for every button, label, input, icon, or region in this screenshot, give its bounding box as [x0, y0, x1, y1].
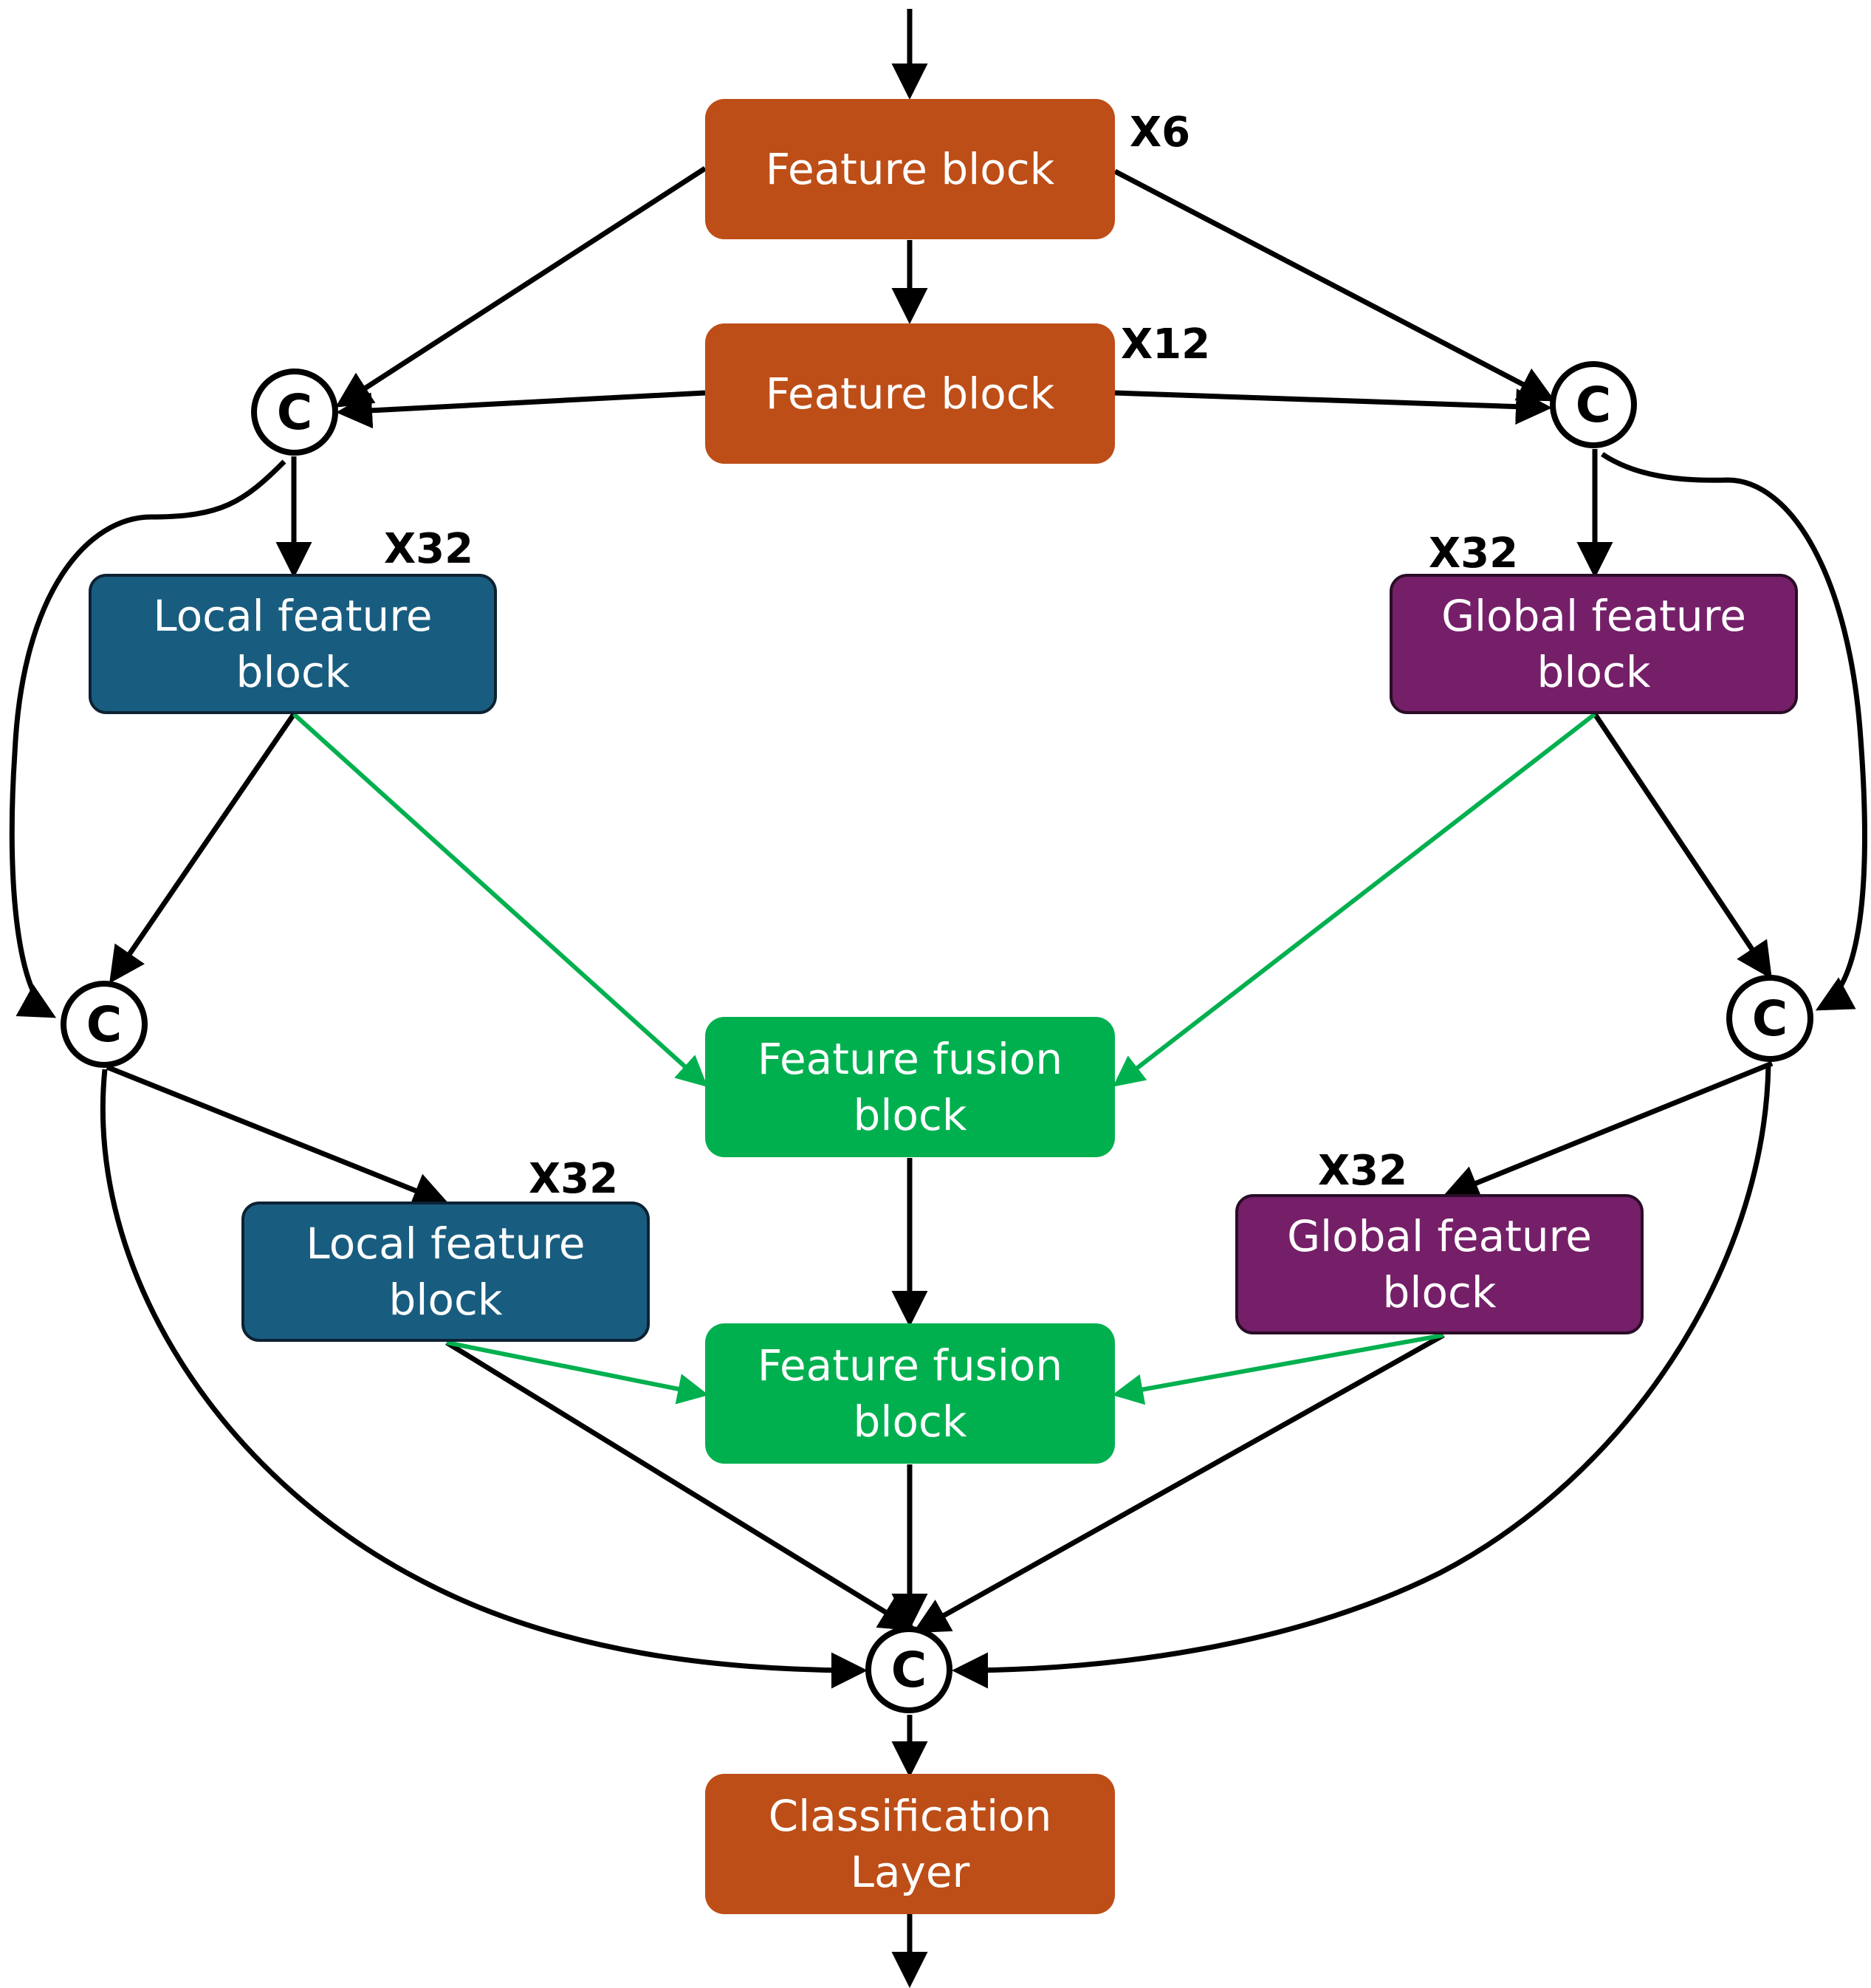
concat-node-mid-left: C	[61, 981, 148, 1068]
feature-fusion-block-lower-label: Feature fusion block	[757, 1340, 1063, 1447]
local-feature-block-upper-label: Local feature block	[153, 591, 433, 697]
fusion-arrow-local-upper-to-fusion-upper	[292, 712, 708, 1088]
local-feature-block-lower: Local feature block	[241, 1202, 650, 1342]
feature-fusion-block-upper: Feature fusion block	[705, 1017, 1115, 1157]
feature-fusion-block-upper-label: Feature fusion block	[757, 1034, 1063, 1140]
fusion-arrow-global-upper-to-fusion-upper	[1113, 712, 1596, 1087]
global-feature-block-lower: Global feature block	[1235, 1194, 1644, 1334]
arrow-global-lower-to-final-concat	[912, 1332, 1445, 1634]
fusion-arrow-global-lower-to-fusion-lower	[1112, 1333, 1444, 1405]
local-feature-block-lower-label: Local feature block	[306, 1218, 586, 1325]
multiplier-global-feature-block-lower: X32	[1318, 1147, 1408, 1195]
arrow-concat-mid-right-skip-to-final-concat	[952, 1064, 1771, 1689]
arrow-feature-block-top-to-concat-left	[335, 166, 707, 408]
arrow-feature-block-top-to-concat-right	[1113, 168, 1556, 402]
global-feature-block-lower-label: Global feature block	[1287, 1211, 1592, 1317]
feature-block-second-label: Feature block	[765, 369, 1055, 419]
global-feature-block-upper-label: Global feature block	[1441, 591, 1746, 697]
multiplier-local-feature-block-upper: X32	[384, 525, 474, 573]
feature-block-top: Feature block	[705, 99, 1115, 239]
fusion-arrow-local-lower-to-fusion-lower	[446, 1340, 709, 1405]
feature-block-second: Feature block	[705, 323, 1115, 464]
arrow-local-upper-to-concat-mid-left	[109, 713, 296, 984]
concat-node-left: C	[251, 369, 338, 456]
concat-node-mid-right: C	[1726, 975, 1813, 1062]
arrow-global-upper-to-concat-mid-right	[1593, 713, 1772, 979]
arrow-concat-mid-right-to-global-lower	[1442, 1060, 1774, 1200]
arrow-concat-right-skip-to-concat-mid-right	[1601, 452, 1867, 1011]
classification-layer: Classification Layer	[705, 1774, 1115, 1914]
multiplier-global-feature-block-upper: X32	[1429, 529, 1519, 577]
global-feature-block-upper: Global feature block	[1390, 574, 1798, 714]
feature-fusion-block-lower: Feature fusion block	[705, 1323, 1115, 1464]
multiplier-feature-block-second: X12	[1121, 321, 1211, 369]
multiplier-local-feature-block-lower: X32	[529, 1155, 619, 1203]
concat-node-right: C	[1550, 361, 1637, 448]
local-feature-block-upper: Local feature block	[89, 574, 497, 714]
arrow-concat-mid-left-to-local-lower	[106, 1064, 450, 1208]
arrow-concat-left-skip-to-concat-mid-left	[9, 459, 286, 1018]
feature-block-top-label: Feature block	[765, 144, 1055, 194]
arrow-local-lower-to-final-concat	[445, 1340, 916, 1631]
arrow-concat-mid-left-skip-to-final-concat	[100, 1069, 868, 1689]
arrow-feature-block-second-to-concat-right	[1114, 388, 1552, 425]
multiplier-feature-block-top: X6	[1130, 109, 1191, 157]
concat-node-final: C	[865, 1626, 952, 1713]
classification-layer-label: Classification Layer	[768, 1791, 1052, 1897]
arrow-feature-block-second-to-concat-left	[336, 390, 706, 429]
